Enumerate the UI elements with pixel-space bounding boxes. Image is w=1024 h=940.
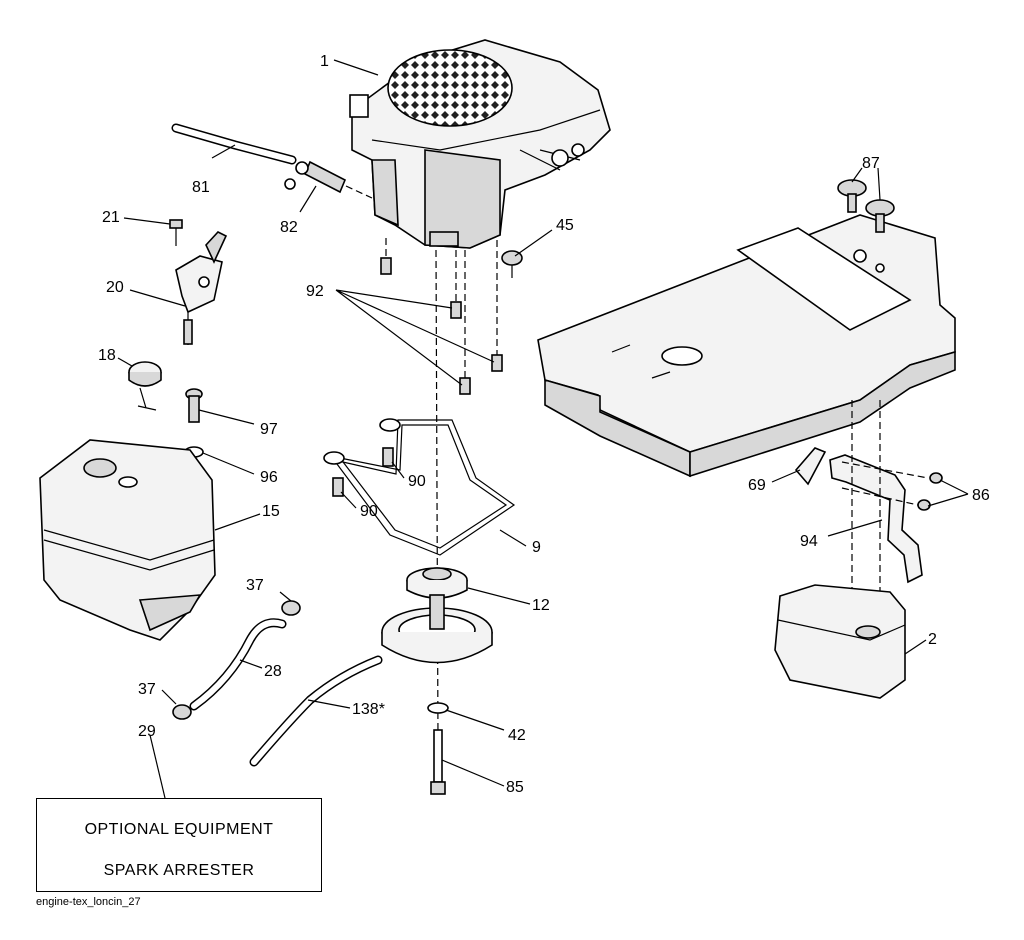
optional-equipment-box: OPTIONAL EQUIPMENT SPARK ARRESTER [36,798,322,892]
engine-grille [387,49,513,127]
callout-92: 92 [306,283,324,300]
callout-37-upper: 37 [246,577,264,594]
callout-90-lower: 90 [360,503,378,520]
fuel-hose-28 [189,618,287,711]
knobs-87 [837,179,895,233]
screw-21 [169,219,183,246]
fuel-tank-15 [39,439,216,641]
callout-15: 15 [262,503,280,520]
callout-42: 42 [508,727,526,744]
callout-18: 18 [98,347,116,364]
diagram-code: engine-tex_loncin_27 [36,896,141,908]
washer-42 [427,702,449,714]
bolt-97 [185,388,203,423]
callout-87: 87 [862,155,880,172]
callout-82: 82 [280,219,298,236]
callout-69: 69 [748,477,766,494]
callout-1: 1 [320,53,329,70]
engine-bolts-92 [380,238,503,395]
callout-86: 86 [972,487,990,504]
callout-45: 45 [556,217,574,234]
callout-28: 28 [264,663,282,680]
engine [349,39,611,249]
callout-90-upper: 90 [408,473,426,490]
callout-85: 85 [506,779,524,796]
bolt-85 [430,729,446,795]
callout-21: 21 [102,209,120,226]
callout-97: 97 [260,421,278,438]
bolts-90 [332,447,394,497]
callout-20: 20 [106,279,124,296]
chassis-frame [537,214,956,478]
pulley-12 [381,567,493,664]
callout-9: 9 [532,539,541,556]
exhaust-pipe-94 [829,400,923,600]
callout-81: 81 [192,179,210,196]
bracket-9 [323,418,516,556]
fuel-cap-18 [128,361,162,411]
optional-equipment-title: OPTIONAL EQUIPMENT [84,821,274,838]
callout-labels: 1 81 82 21 20 45 87 92 18 97 96 90 90 15… [98,53,990,796]
callout-37-lower: 37 [138,681,156,698]
fuel-filter-82 [284,160,373,199]
throttle-control-20 [175,231,228,345]
callout-2: 2 [928,631,937,648]
nut-45 [501,250,523,278]
callout-29: 29 [138,723,156,740]
muffler-2 [774,584,906,699]
callout-96: 96 [260,469,278,486]
callout-138: 138* [352,701,385,718]
callout-12: 12 [532,597,550,614]
hose-clamp-37 [172,600,301,720]
fuel-hose-81 [171,123,297,165]
gasket-69 [794,447,827,486]
leader-lines [117,59,969,799]
callout-94: 94 [800,533,818,550]
spark-arrester-label: SPARK ARRESTER [103,862,255,879]
